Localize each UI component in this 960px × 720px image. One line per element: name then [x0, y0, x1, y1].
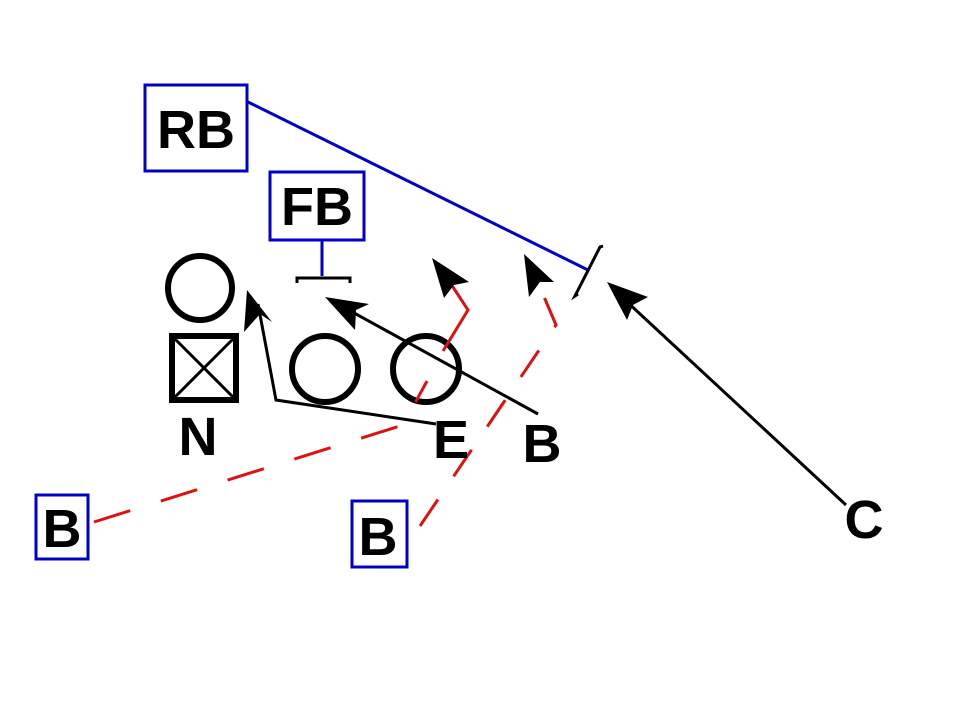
- c-label: C: [845, 490, 884, 550]
- e-route-arrow: [256, 303, 437, 426]
- arrowhead-icon: [607, 282, 648, 320]
- b-left-box: B: [34, 493, 90, 561]
- arrowhead-icon: [432, 258, 469, 298]
- b-left-label: B: [43, 499, 82, 559]
- n-label: N: [179, 407, 218, 467]
- rb-block-mark: [571, 244, 604, 301]
- b-route-arrow: [344, 306, 539, 416]
- c-route-arrow: [623, 298, 848, 507]
- b-defender-label: B: [523, 414, 562, 474]
- rb-block-line: [247, 100, 589, 272]
- b-left-route-dashed: [93, 380, 429, 524]
- center-square-icon: [169, 333, 239, 403]
- lineman-circle-left: [165, 253, 235, 323]
- rb-box: RB: [143, 83, 249, 173]
- lineman-circle-right: [390, 333, 462, 405]
- fb-box: FB: [268, 170, 366, 242]
- arrowhead-icon: [325, 297, 369, 330]
- e-route-red: [441, 283, 470, 352]
- arrowhead-icon: [244, 290, 272, 332]
- b-mid-box: B: [350, 499, 409, 569]
- arrowhead-icon: [524, 254, 554, 297]
- e-label: E: [433, 410, 469, 470]
- fb-label: FB: [281, 177, 353, 237]
- b-mid-label: B: [359, 507, 398, 567]
- fb-block-bar: [295, 276, 352, 283]
- b-mid-route-dashed: [418, 284, 558, 527]
- lineman-circle-center: [289, 333, 361, 405]
- rb-label: RB: [157, 100, 235, 160]
